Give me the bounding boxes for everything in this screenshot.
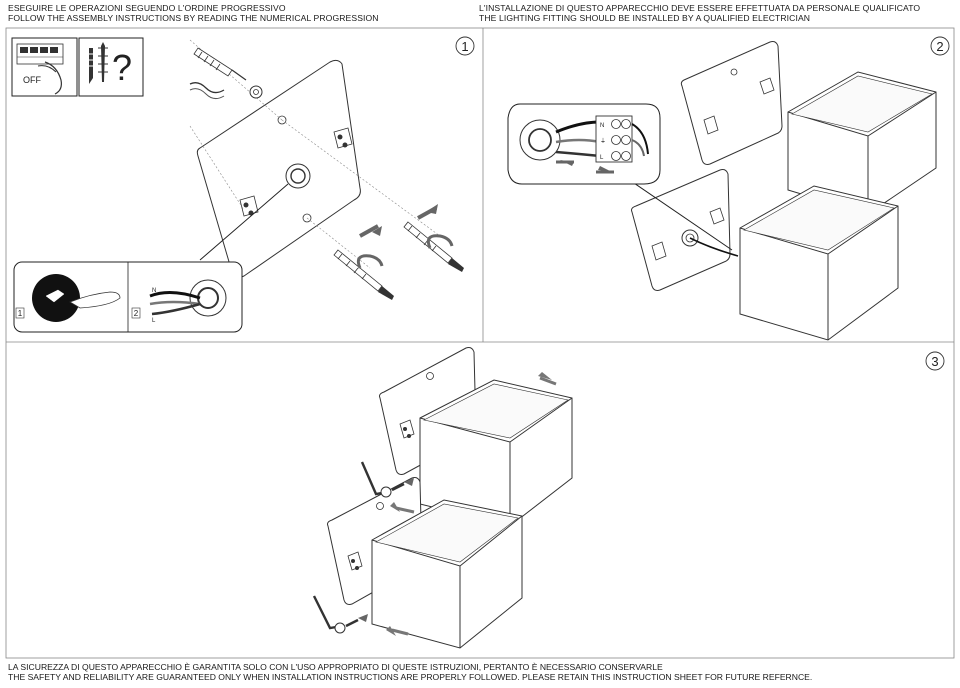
header-left-italian: ESEGUIRE LE OPERAZIONI SEGUENDO L'ORDINE… [8,3,286,13]
step-1-number: 1 [461,39,468,54]
step-3-number: 3 [931,354,938,369]
screw-right [403,204,464,272]
step-1-badge [455,36,475,56]
terminal-detail-callout: N ⏚ L [507,103,733,251]
panel-grid [5,27,955,659]
footer-english: THE SAFETY AND RELIABILITY ARE GUARANTEE… [8,672,813,682]
question-mark: ? [112,47,132,88]
wire-l-label: L [152,318,156,324]
tools-icon: ? [78,37,144,97]
direction-arrows [386,372,557,636]
wall-plug-top [189,47,263,100]
wiring-detail-inset: 1 2 N L [13,183,289,333]
step-2-badge [930,36,950,56]
screw-left [333,224,454,300]
mounting-plate-2-bottom [631,169,731,291]
step-1-panel: 1 OFF ? [11,36,475,333]
header-right-english: THE LIGHTING FITTING SHOULD BE INSTALLED… [479,13,811,23]
terminal-l-label: L [600,155,604,161]
inset-a-number: 1 [18,309,23,318]
header-left-english: FOLLOW THE ASSEMBLY INSTRUCTIONS BY READ… [8,13,379,23]
cube-2-upper [787,71,937,215]
header-right: L'INSTALLAZIONE DI QUESTO APPARECCHIO DE… [479,3,920,23]
inset-b-number: 2 [134,309,139,318]
power-off-icon: OFF [11,37,78,97]
step-2-panel: 2 [507,36,950,341]
footer: LA SICUREZZA DI QUESTO APPARECCHIO È GAR… [8,662,812,682]
terminal-n-label: N [600,123,604,129]
step-3-panel: 3 [312,347,945,649]
step-3-badge [925,351,945,371]
footer-italian: LA SICUREZZA DI QUESTO APPARECCHIO È GAR… [8,662,663,672]
cube-2-lower [739,185,899,341]
off-label: OFF [23,75,41,85]
mounting-plate-1 [196,59,361,278]
step-2-number: 2 [936,39,943,54]
mounting-plate-2-top [680,41,783,165]
terminal-earth-label: ⏚ [600,138,606,145]
cube-3-upper [419,379,573,527]
wire-n-label: N [152,288,156,294]
grub-screw-upper [380,478,414,498]
cube-3-lower [371,499,523,649]
header-right-italian: L'INSTALLAZIONE DI QUESTO APPARECCHIO DE… [479,3,921,13]
header-left: ESEGUIRE LE OPERAZIONI SEGUENDO L'ORDINE… [8,3,379,23]
grub-screw-lower [334,614,368,634]
